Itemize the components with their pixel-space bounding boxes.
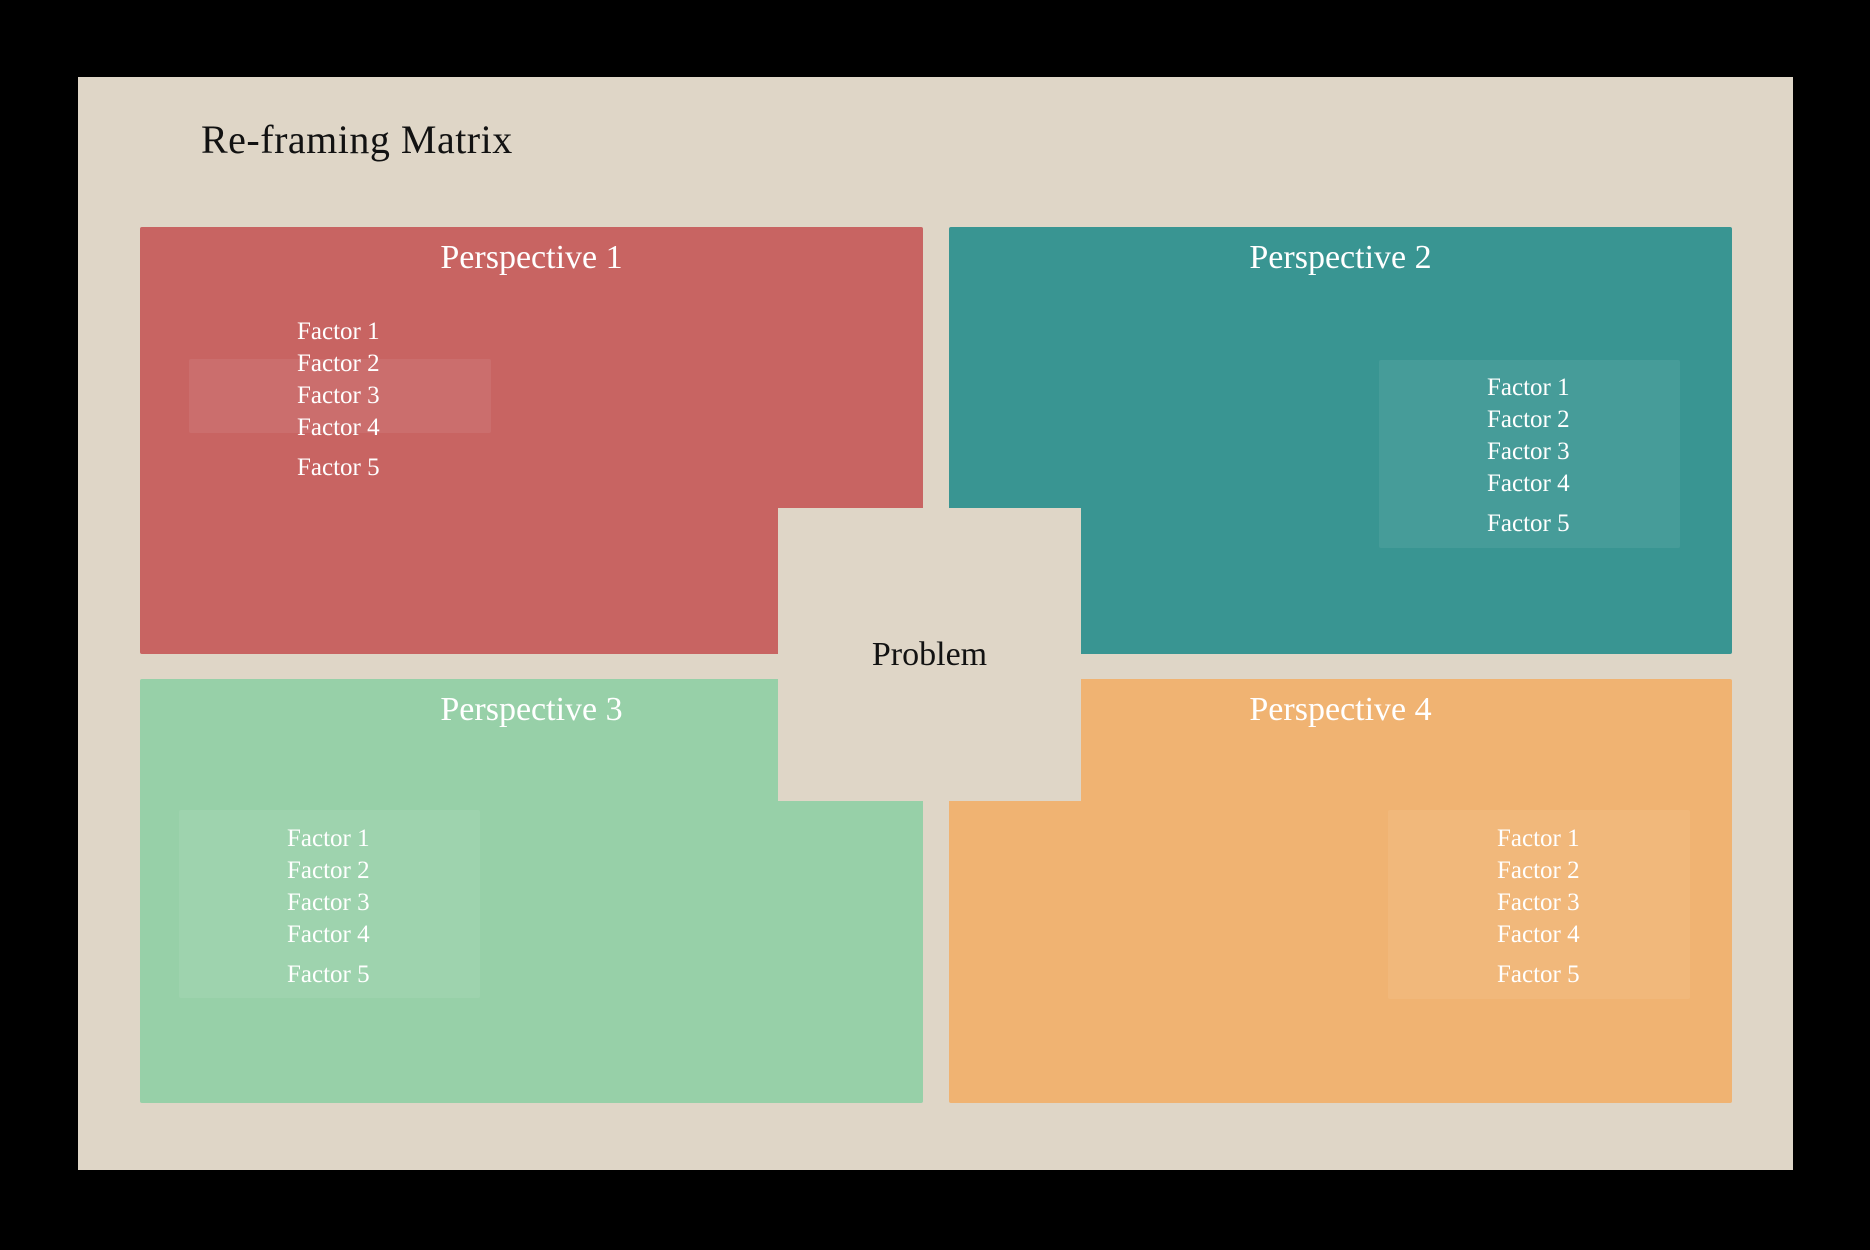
factor-label: Factor 2 <box>1487 406 1570 433</box>
factor-label: Factor 2 <box>297 350 380 377</box>
perspective-4-factor-list: Factor 1 Factor 2 Factor 3 Factor 4 Fact… <box>1497 823 1580 991</box>
perspective-3-box: Perspective 3 Factor 1 Factor 2 Factor 3… <box>140 679 923 1103</box>
factor-label: Factor 5 <box>1497 961 1580 988</box>
problem-box: Problem <box>778 508 1081 801</box>
perspective-4-heading: Perspective 4 <box>1249 691 1432 728</box>
problem-label: Problem <box>871 635 988 673</box>
perspective-2-box: Perspective 2 Factor 1 Factor 2 Factor 3… <box>949 227 1732 654</box>
factor-label: Factor 5 <box>1487 510 1570 537</box>
perspective-3-heading: Perspective 3 <box>440 691 623 728</box>
factor-label: Factor 4 <box>297 414 380 441</box>
perspective-2-factor-list: Factor 1 Factor 2 Factor 3 Factor 4 Fact… <box>1487 372 1570 540</box>
perspective-3-factor-highlight <box>179 810 480 998</box>
factor-label: Factor 3 <box>1487 438 1570 465</box>
perspective-4-factor-highlight <box>1388 810 1690 999</box>
perspective-1-box: Perspective 1 Factor 1 Factor 2 Factor 3… <box>140 227 923 654</box>
factor-label: Factor 4 <box>1487 470 1570 497</box>
perspective-1-heading: Perspective 1 <box>440 239 623 276</box>
perspective-1-factor-list: Factor 1 Factor 2 Factor 3 Factor 4 Fact… <box>297 316 380 484</box>
factor-label: Factor 3 <box>287 889 370 916</box>
perspective-2-heading: Perspective 2 <box>1249 239 1432 276</box>
factor-label: Factor 1 <box>1497 825 1580 852</box>
perspective-1-factor-highlight <box>189 359 491 433</box>
perspective-2-factor-highlight <box>1379 360 1680 548</box>
factor-label: Factor 3 <box>297 382 380 409</box>
factor-label: Factor 4 <box>1497 921 1580 948</box>
factor-label: Factor 5 <box>297 454 380 481</box>
factor-label: Factor 5 <box>287 961 370 988</box>
factor-label: Factor 1 <box>1487 374 1570 401</box>
factor-label: Factor 1 <box>287 825 370 852</box>
factor-label: Factor 2 <box>287 857 370 884</box>
factor-label: Factor 2 <box>1497 857 1580 884</box>
factor-label: Factor 1 <box>297 318 380 345</box>
perspective-3-factor-list: Factor 1 Factor 2 Factor 3 Factor 4 Fact… <box>287 823 370 991</box>
diagram-title: Re-framing Matrix <box>201 117 513 162</box>
factor-label: Factor 4 <box>287 921 370 948</box>
factor-label: Factor 3 <box>1497 889 1580 916</box>
